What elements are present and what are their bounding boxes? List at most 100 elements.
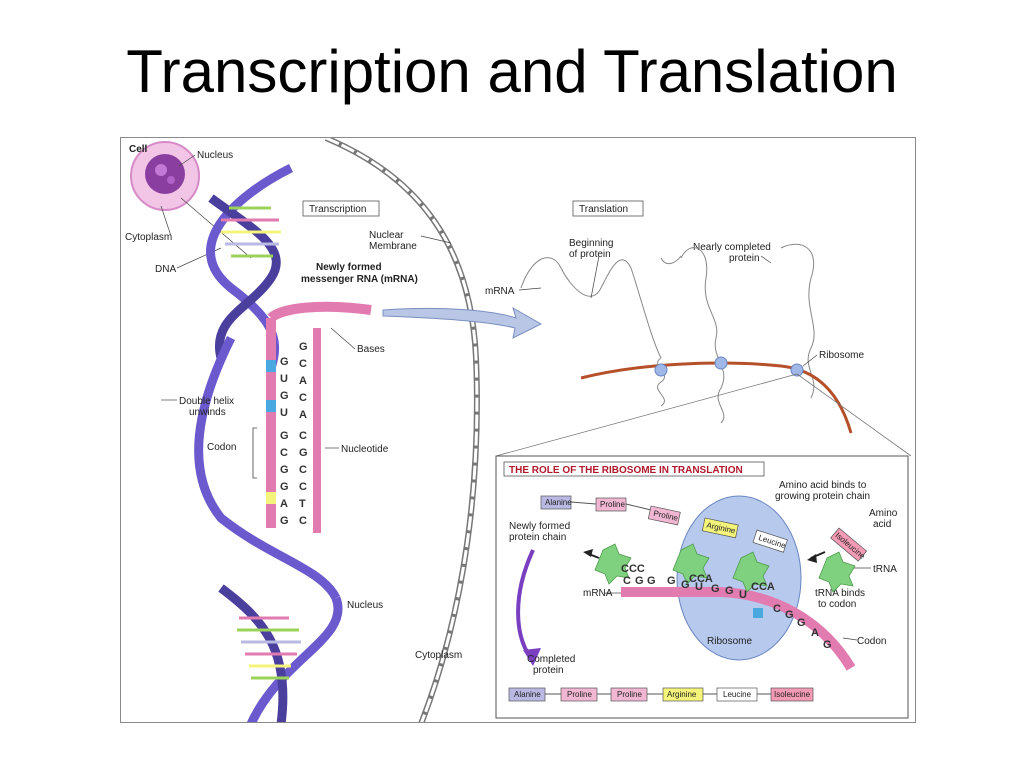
cell-icon	[130, 141, 200, 211]
anticodon-mid: CCA	[689, 573, 713, 585]
label-bases: Bases	[357, 344, 385, 355]
completed-amino-acid-box: Arginine	[667, 690, 697, 699]
growing-protein-chain: Alanine Proline Proline Arginine Leucine…	[540, 495, 867, 562]
label-amino-2: acid	[873, 519, 891, 530]
label-newly-formed-mrna-1: Newly formed	[316, 262, 382, 273]
label-amino-1: Amino	[869, 508, 898, 519]
dna-base: G	[299, 447, 308, 459]
mrna-strand-translation	[580, 361, 853, 434]
label-double-helix-1: Double helix	[179, 396, 234, 407]
mrna-base: G	[280, 430, 289, 442]
inset-title: THE ROLE OF THE RIBOSOME IN TRANSLATION	[509, 465, 743, 476]
mrna-base: A	[280, 498, 288, 510]
label-amino-acid-binds-2: growing protein chain	[775, 491, 870, 502]
label-nearly-completed-1: Nearly completed	[693, 242, 771, 253]
label-inset-ribosome: Ribosome	[707, 636, 752, 647]
inset-mrna-base: G	[797, 617, 806, 629]
label-nucleus-small: Nucleus	[197, 150, 233, 161]
label-nuclear-membrane-1: Nuclear	[369, 230, 404, 241]
completed-amino-acid-box: Isoleucine	[774, 690, 811, 699]
mrna-base: G	[280, 464, 289, 476]
label-completed-2: protein	[533, 665, 564, 676]
dna-base: C	[299, 464, 307, 476]
label-trna: tRNA	[873, 564, 897, 575]
slide-title: Transcription and Translation	[126, 38, 898, 105]
dna-base: A	[299, 409, 307, 421]
nuclear-membrane	[324, 138, 480, 722]
inset-mrna-base: C	[773, 603, 781, 615]
label-inset-mrna: mRNA	[583, 588, 613, 599]
label-mrna-top: mRNA	[485, 286, 515, 297]
inset-mrna-base: G	[711, 583, 720, 595]
label-completed-1: Completed	[527, 654, 575, 665]
label-cytoplasm-big: Cytoplasm	[415, 650, 462, 661]
label-double-helix-2: unwinds	[189, 407, 226, 418]
label-inset-newly-formed-2: protein chain	[509, 532, 566, 543]
protein-chains	[520, 243, 815, 424]
trna-molecules	[594, 543, 856, 593]
label-translation: Translation	[579, 204, 628, 215]
label-nucleotide: Nucleotide	[341, 444, 389, 455]
label-beginning-1: Beginning	[569, 238, 613, 249]
label-trna-binds-2: to codon	[818, 599, 856, 610]
completed-amino-acid-box: Leucine	[723, 690, 752, 699]
label-ribosome-top: Ribosome	[819, 350, 864, 361]
completed-amino-acid-box: Proline	[617, 690, 642, 699]
label-beginning-2: of protein	[569, 249, 611, 260]
label-nearly-completed-2: protein	[729, 253, 760, 264]
inset-mrna-base: U	[695, 581, 703, 593]
label-inset-newly-formed-1: Newly formed	[509, 521, 570, 532]
inset-mrna-base: G	[667, 575, 676, 587]
translation-box	[572, 200, 644, 217]
mrna-base: G	[280, 356, 289, 368]
transcription-to-translation-arrow	[382, 306, 543, 339]
dna-base: C	[299, 392, 307, 404]
mrna-base: U	[280, 407, 288, 419]
diagram-canvas: Cell Nucleus Cytoplasm DNA Nuclear Membr…	[125, 138, 912, 722]
dna-base: C	[299, 430, 307, 442]
label-amino-acid-binds-1: Amino acid binds to	[779, 480, 867, 491]
label-dna: DNA	[155, 264, 176, 275]
inset-mrna-bases: C G G G G U G G U C G G A G	[623, 575, 832, 651]
mrna-bases-column: G U G U G C G G A G	[280, 356, 289, 527]
mrna-base: G	[280, 390, 289, 402]
label-trna-binds-1: tRNA binds	[815, 588, 865, 599]
amino-acid-box: Alanine	[545, 498, 572, 507]
completed-protein-chain: Alanine Proline Proline Arginine Leucine…	[508, 687, 814, 702]
dna-base: C	[299, 358, 307, 370]
ribosome-dot	[714, 356, 728, 370]
inset-mrna-base: G	[647, 575, 656, 587]
ribosome-dot	[654, 363, 668, 377]
dna-base: T	[299, 498, 306, 510]
dna-base: G	[299, 341, 308, 353]
mrna-base: G	[280, 481, 289, 493]
dna-base: C	[299, 515, 307, 527]
label-inset-codon: Codon	[857, 636, 886, 647]
inset-mrna-base: C	[623, 575, 631, 587]
inset-mrna-base: U	[739, 589, 747, 601]
mrna-base: G	[280, 515, 289, 527]
label-cell: Cell	[129, 144, 148, 155]
label-codon-left: Codon	[207, 442, 236, 453]
label-cytoplasm-small: Cytoplasm	[125, 232, 172, 243]
label-newly-formed-mrna-2: messenger RNA (mRNA)	[301, 274, 418, 285]
mrna-base: U	[280, 373, 288, 385]
mrna-strand-transcription	[266, 301, 372, 533]
label-nucleus-big: Nucleus	[347, 600, 383, 611]
dna-base: A	[299, 375, 307, 387]
anticodon-left: CCC	[621, 563, 645, 575]
inset-mrna-base: G	[785, 609, 794, 621]
anticodon-right: CCA	[751, 581, 775, 593]
amino-acid-box: Proline	[600, 500, 625, 509]
label-transcription: Transcription	[309, 204, 366, 215]
inset-mrna-base: A	[811, 627, 819, 639]
dna-bases-column: G C A C A C G C C T C	[299, 341, 308, 527]
transcription-translation-figure: Cell Nucleus Cytoplasm DNA Nuclear Membr…	[120, 137, 916, 723]
mrna-base: C	[280, 447, 288, 459]
inset-mrna-base: G	[823, 639, 832, 651]
ribosome-dot	[790, 363, 804, 377]
completed-amino-acid-box: Proline	[567, 690, 592, 699]
completed-amino-acid-box: Alanine	[514, 690, 541, 699]
inset-mrna-base: G	[635, 575, 644, 587]
transcription-box	[302, 200, 380, 217]
